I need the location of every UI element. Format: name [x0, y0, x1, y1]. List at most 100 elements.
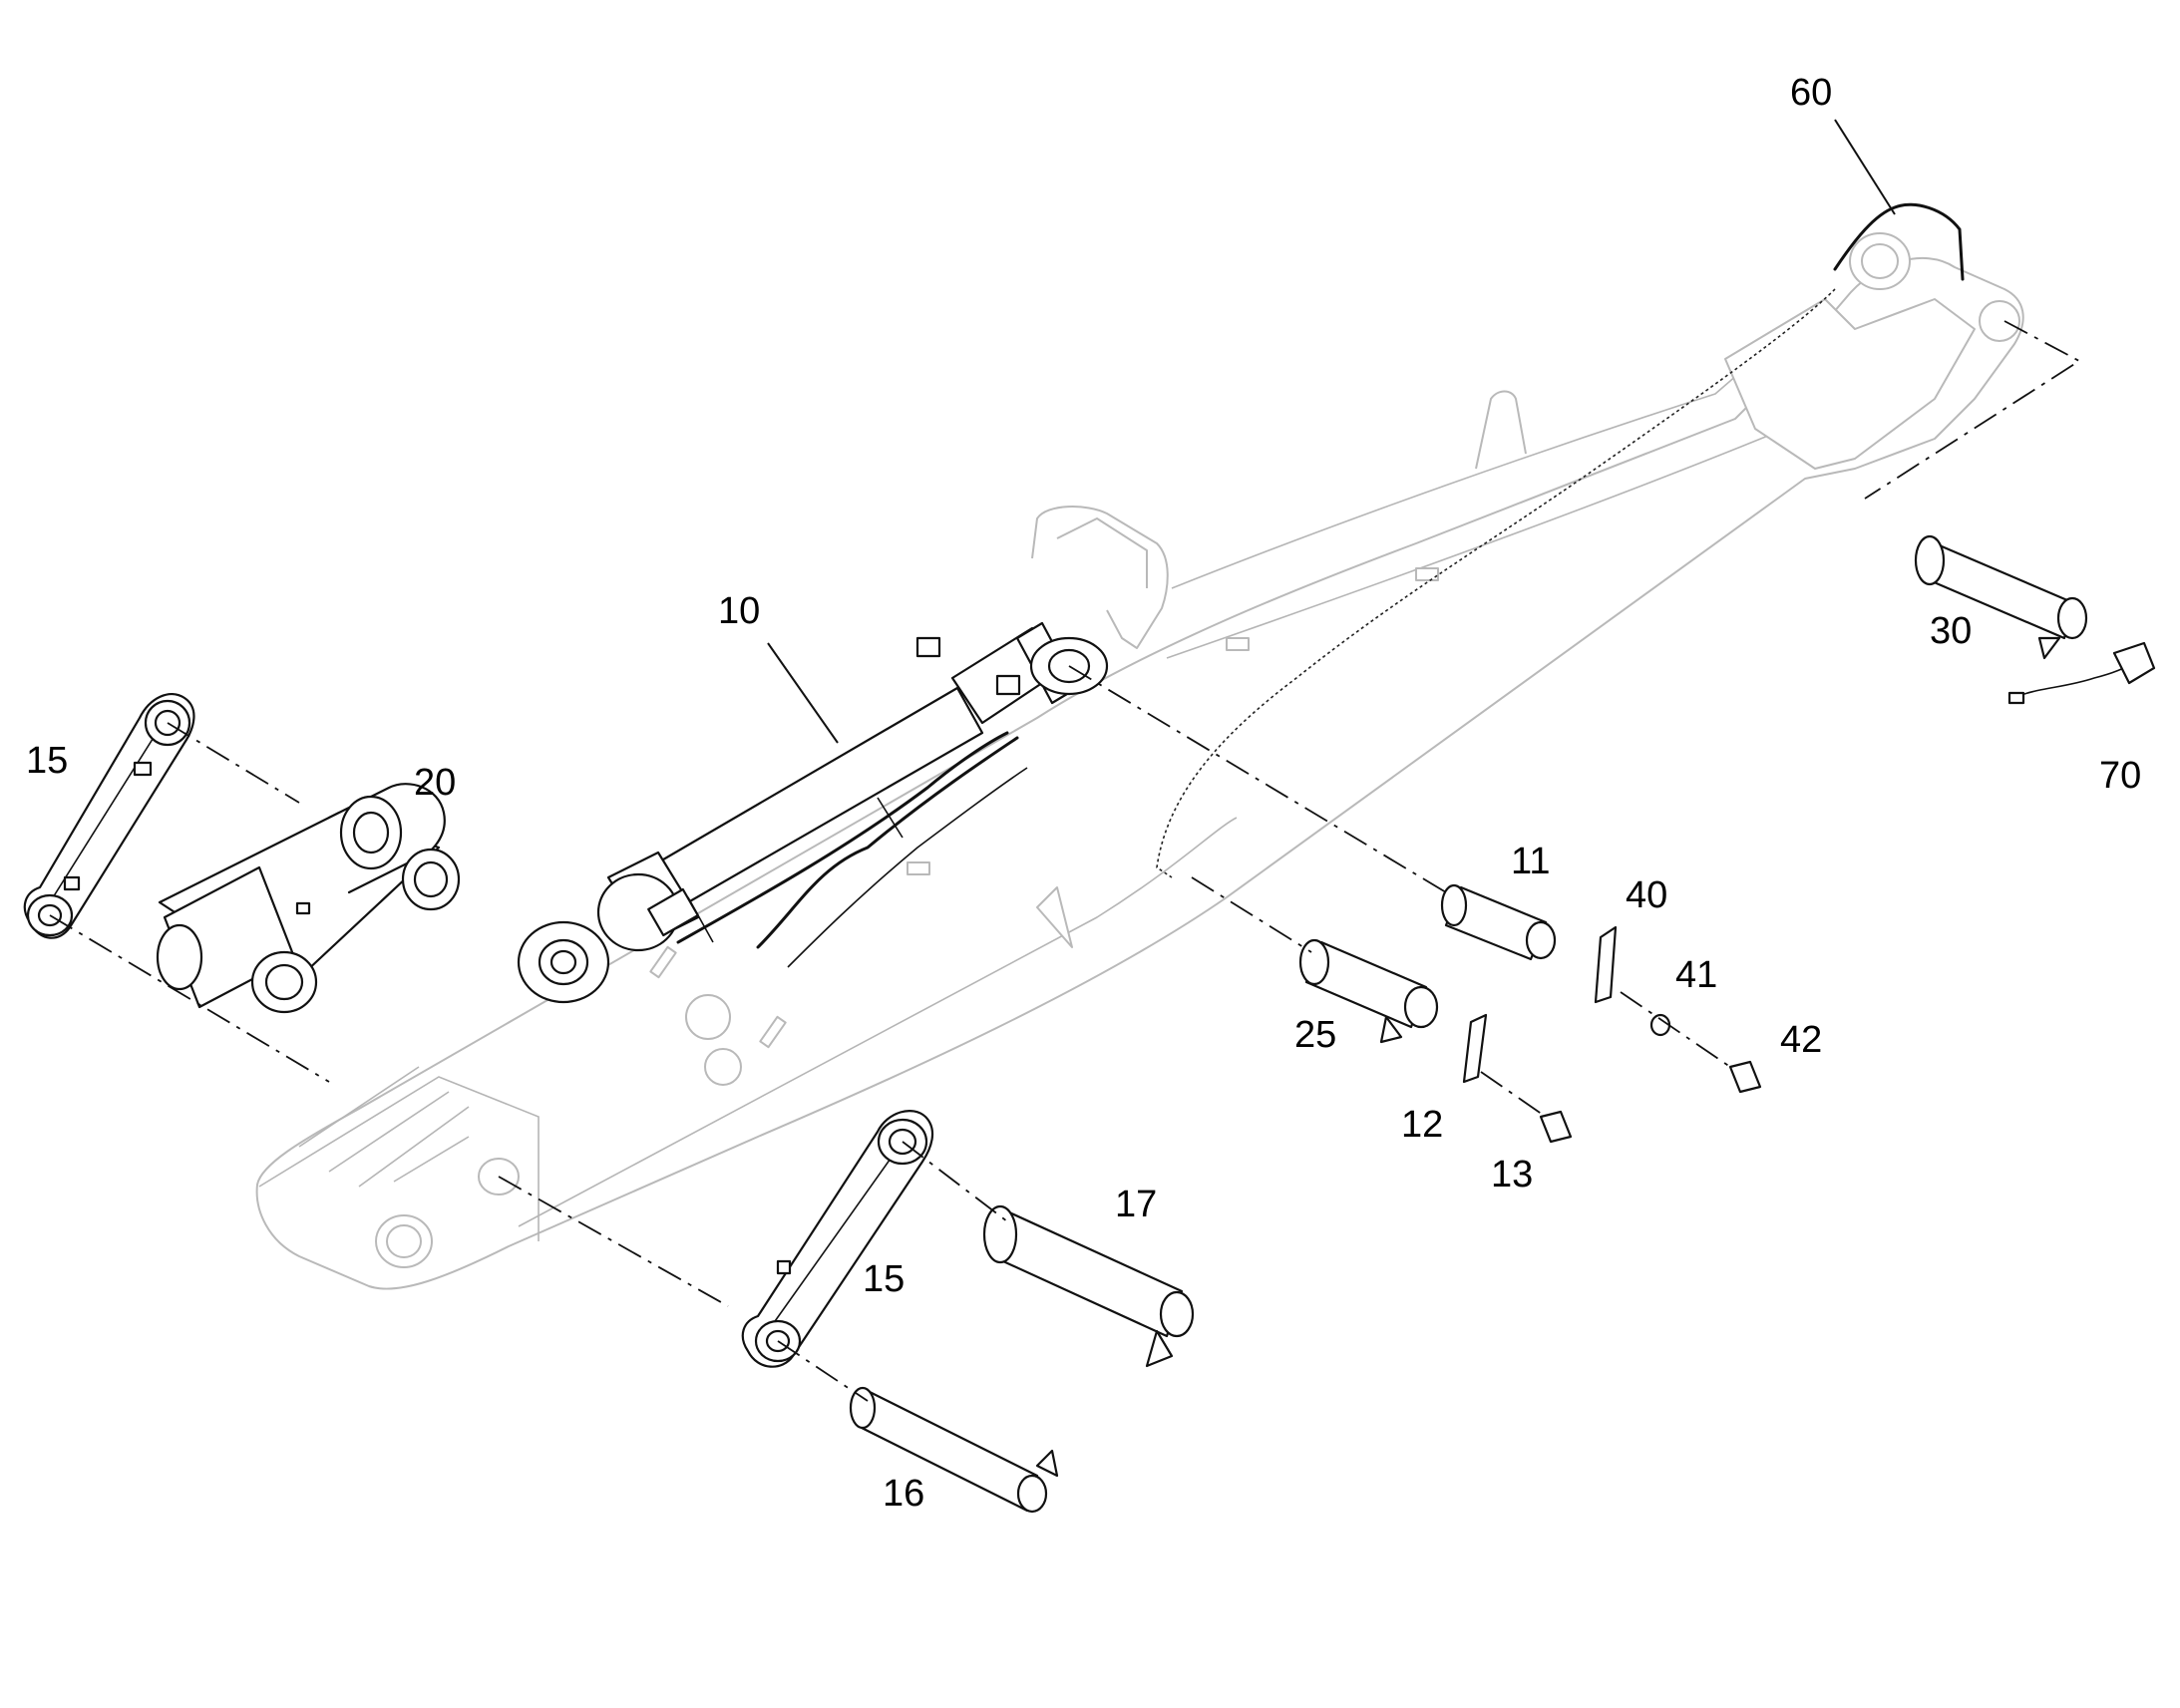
pin-17-shaft: [990, 1209, 1184, 1338]
cable-60: [1833, 202, 1965, 281]
callout-42: 42: [1780, 1019, 1822, 1061]
pin-16: [849, 1386, 1059, 1514]
boom-tip-box: [1724, 298, 1976, 470]
boom-pad-5: [759, 1015, 787, 1049]
pin-17-head: [982, 1204, 1018, 1264]
centerline-link15-top-upper: [167, 722, 300, 804]
pin-16-head: [849, 1386, 877, 1430]
boom-web-line: [1166, 428, 1786, 659]
boom-top-lug: [1475, 390, 1527, 470]
leader-60: [1834, 119, 1896, 215]
link-20-right-bore: [413, 860, 449, 898]
boom-arm: [255, 232, 2024, 1290]
boom-lower-edge: [518, 817, 1238, 1227]
boom-pad-3: [907, 861, 930, 875]
centerline-bolt-42: [1620, 991, 1731, 1068]
washer-41: [1649, 1013, 1671, 1037]
centerline-cylinder-head: [1068, 665, 1447, 893]
pin-11-end: [1525, 920, 1557, 960]
cylinder-top-block-2: [995, 674, 1021, 696]
boom-wire-harness: [1156, 288, 1836, 878]
cylinder-eye-bore: [549, 949, 577, 975]
link-20-front-bore: [264, 963, 304, 1001]
plate-12: [1462, 1013, 1488, 1084]
pin-16-tab: [1035, 1449, 1059, 1478]
boom-top-edge: [1171, 298, 1826, 589]
cylinder-bracket-line: [687, 797, 904, 943]
callout-70: 70: [2099, 755, 2141, 797]
boom-boss-2: [704, 1048, 742, 1086]
pin-25-tab: [1379, 1015, 1403, 1044]
callout-41: 41: [1675, 954, 1717, 996]
boom-foot-bore-inner: [386, 1224, 422, 1258]
link-15-bottom-edge: [767, 1141, 904, 1332]
boom-foot-plate: [258, 1076, 540, 1241]
pin-30-end: [2056, 596, 2088, 640]
pin-16-end: [1016, 1474, 1048, 1514]
link-15-top-grease-1: [133, 761, 153, 777]
callout-25: 25: [1294, 1014, 1336, 1056]
boom-pad-2: [1226, 637, 1250, 651]
callout-20: 20: [414, 762, 456, 804]
centerline-link15-bottom-lower: [777, 1340, 869, 1402]
pin-17-end: [1159, 1290, 1195, 1338]
callout-30: 30: [1930, 610, 1972, 652]
callout-13: 13: [1491, 1154, 1533, 1196]
cylinder-top-block-1: [915, 636, 941, 658]
pin-11-head: [1440, 883, 1468, 927]
centerline-plate-12: [1480, 1071, 1547, 1118]
link-20-left-eye: [156, 923, 203, 991]
pin-25-end: [1403, 985, 1439, 1029]
pin-17-tab: [1145, 1329, 1174, 1368]
link-15-bottom-body: [741, 1110, 934, 1368]
boom-boss: [685, 994, 731, 1040]
callout-10: 10: [718, 590, 760, 632]
centerline-link15-bottom-upper: [902, 1141, 1008, 1222]
harness-70-cable: [2013, 662, 2135, 699]
callout-60: 60: [1790, 72, 1832, 114]
pin-11: [1440, 883, 1557, 961]
callout-15-top: 15: [26, 740, 68, 782]
pin-25: [1298, 938, 1439, 1044]
cylinder-hose-2: [756, 736, 1019, 949]
hydraulic-cylinder: [517, 621, 1109, 1004]
boom-arm-bore: [1979, 300, 2020, 342]
boom-side-plate: [1036, 886, 1073, 948]
link-20-grease: [295, 901, 311, 915]
centerline-pin-25: [1191, 876, 1312, 953]
callout-12: 12: [1401, 1104, 1443, 1146]
centerline-boom-tip: [1864, 320, 2081, 500]
callout-11: 11: [1511, 841, 1550, 882]
bolt-42: [1728, 1060, 1762, 1094]
callout-17: 17: [1115, 1184, 1157, 1225]
link-15-top-edge: [49, 727, 161, 903]
harness-70-connector: [2112, 641, 2156, 685]
boom-tip-bore-inner: [1861, 243, 1899, 279]
link-15-top-grease-2: [63, 875, 81, 891]
boom-pad-1: [1415, 567, 1439, 581]
plate-40: [1594, 925, 1618, 1004]
callout-15-bottom: 15: [863, 1258, 905, 1300]
link-20: [156, 783, 461, 1014]
cylinder-hose-3: [787, 767, 1028, 968]
bolt-13: [1539, 1110, 1573, 1144]
link-20-upper-bore: [352, 811, 390, 854]
cylinder-hose-1: [676, 731, 1009, 944]
leader-10: [767, 642, 839, 744]
pin-30-tab: [2037, 636, 2061, 660]
boom-cylinder-bracket-inner: [1056, 517, 1148, 588]
callout-labels: 60 10 15 20 30 70 11 40 41 42 25 12 13 1…: [26, 72, 2141, 1515]
boom-pad-4: [649, 945, 677, 979]
callout-16: 16: [883, 1473, 924, 1515]
centerline-foot-link: [498, 1176, 729, 1307]
harness-70: [2007, 641, 2156, 705]
pin-30: [1914, 534, 2088, 660]
boom-foot-web: [298, 1066, 470, 1188]
pin-17: [982, 1204, 1195, 1368]
pin-30-head: [1914, 534, 1946, 586]
callout-40: 40: [1626, 874, 1667, 916]
centerline-link15-top-lower: [49, 914, 330, 1083]
link-15-bottom-grease: [776, 1259, 792, 1275]
